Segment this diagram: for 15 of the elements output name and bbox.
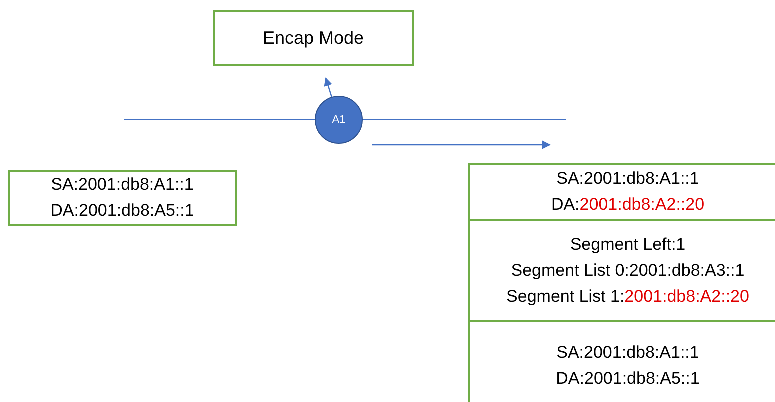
header-field-text: Encap Mode <box>262 27 364 50</box>
header-field-text: SA:2001:db8:A1::1 <box>556 168 700 190</box>
header-field-text: DA:2001:db8:A5::1 <box>50 200 194 222</box>
header-field-text: SA:2001:db8:A1::1 <box>556 342 700 364</box>
packet-header-box <box>8 170 237 226</box>
packet-header-box <box>468 221 775 322</box>
header-field-text: DA:2001:db8:A5::1 <box>556 368 700 390</box>
arrow <box>324 78 332 98</box>
mode-box <box>213 10 414 66</box>
packet-header-box <box>468 163 775 221</box>
header-field-text: SA:2001:db8:A1::1 <box>51 174 194 196</box>
header-field-text: Segment List 1:2001:db8:A2::20 <box>506 286 750 308</box>
header-field-text: Segment Left:1 <box>570 234 686 256</box>
header-field-text: DA:2001:db8:A2::20 <box>551 194 705 216</box>
header-field-text: Segment List 0:2001:db8:A3::1 <box>511 260 745 282</box>
